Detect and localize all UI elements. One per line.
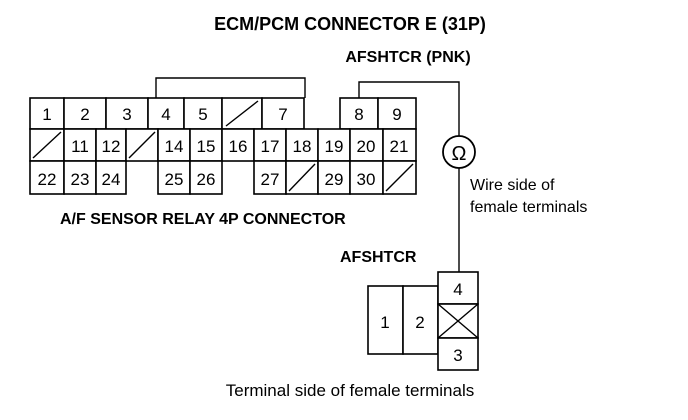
relay-pin-label: 4 bbox=[453, 280, 462, 299]
ecm-pin-21 bbox=[382, 128, 417, 162]
ecm-pin-label: 25 bbox=[165, 170, 184, 189]
connector-title: ECM/PCM CONNECTOR E (31P) bbox=[214, 14, 486, 34]
ecm-pin-9 bbox=[377, 97, 417, 130]
ecm-pin-label: 2 bbox=[80, 105, 89, 124]
wire-label-relay: AFSHTCR bbox=[340, 249, 417, 266]
wire-label-top: AFSHTCR (PNK) bbox=[345, 49, 470, 66]
blank-slash bbox=[288, 163, 316, 192]
ecm-pin-label: 21 bbox=[390, 137, 409, 156]
ecm-pin-22 bbox=[29, 160, 65, 195]
ecm-pin-label: 9 bbox=[392, 105, 401, 124]
ecm-pin-label: 17 bbox=[261, 137, 280, 156]
test-lead-top bbox=[358, 81, 460, 136]
ecm-pin-label: 23 bbox=[71, 170, 90, 189]
ecm-pin-label: 27 bbox=[261, 170, 280, 189]
blank-cross bbox=[437, 303, 479, 339]
ecm-pin-label: 8 bbox=[354, 105, 363, 124]
relay-pin-label: 3 bbox=[453, 346, 462, 365]
ecm-pin-label: 22 bbox=[38, 170, 57, 189]
ecm-pin-15 bbox=[189, 128, 223, 162]
relay-connector: 1 2 4 3 bbox=[367, 271, 479, 371]
blank-slash bbox=[32, 131, 62, 159]
wire-side-label-line2: female terminals bbox=[470, 199, 587, 216]
ecm-pin-17 bbox=[253, 128, 287, 162]
ecm-pin-label: 24 bbox=[102, 170, 121, 189]
ecm-pin-label: 18 bbox=[293, 137, 312, 156]
wire-side-label-line1: Wire side of bbox=[470, 177, 555, 194]
ecm-pin-label: 29 bbox=[325, 170, 344, 189]
terminal-side-label: Terminal side of female terminals bbox=[226, 381, 474, 400]
ecm-pin-7 bbox=[261, 97, 305, 130]
ecm-pin-30 bbox=[349, 160, 384, 195]
ecm-pin-29 bbox=[317, 160, 351, 195]
ecm-pin-18 bbox=[285, 128, 319, 162]
ohm-symbol: Ω bbox=[452, 143, 467, 165]
ecm-pin-24 bbox=[95, 160, 127, 195]
ecm-pin-label: 7 bbox=[278, 105, 287, 124]
ecm-pin-label: 5 bbox=[198, 105, 207, 124]
relay-pin-2 bbox=[402, 285, 439, 355]
ecm-pin-26 bbox=[189, 160, 223, 195]
blank-slash bbox=[128, 131, 156, 159]
ecm-pin-label: 26 bbox=[197, 170, 216, 189]
ecm-pin-label: 19 bbox=[325, 137, 344, 156]
ecm-pin-label: 4 bbox=[161, 105, 170, 124]
ecm-row-2: 11 12 14 15 16 17 18 19 20 21 bbox=[29, 128, 417, 162]
ecm-pin-label: 16 bbox=[229, 137, 248, 156]
ecm-pin-label: 30 bbox=[357, 170, 376, 189]
ecm-row-1: 1 2 3 4 5 7 8 9 bbox=[29, 97, 417, 130]
relay-pin-label: 1 bbox=[380, 313, 389, 332]
ecm-pin-label: 3 bbox=[122, 105, 131, 124]
ecm-pin-label: 14 bbox=[165, 137, 184, 156]
ecm-pin-25 bbox=[157, 160, 191, 195]
blank-slash bbox=[385, 163, 414, 192]
ecm-pin-14 bbox=[157, 128, 191, 162]
ecm-row-3: 22 23 24 25 26 27 29 30 bbox=[29, 160, 417, 195]
relay-pin-label: 2 bbox=[415, 313, 424, 332]
relay-pin-3 bbox=[437, 337, 479, 371]
ecm-pin-label: 15 bbox=[197, 137, 216, 156]
relay-pin-4 bbox=[437, 271, 479, 305]
relay-connector-label: A/F SENSOR RELAY 4P CONNECTOR bbox=[60, 211, 346, 228]
ecm-pin-label: 20 bbox=[357, 137, 376, 156]
blank-slash bbox=[225, 100, 259, 127]
ecm-pin-label: 11 bbox=[71, 137, 89, 156]
ecm-pin-19 bbox=[317, 128, 351, 162]
ecm-pin-label: 12 bbox=[102, 137, 121, 156]
ecm-pin-label: 1 bbox=[42, 105, 51, 124]
ecm-pin-23 bbox=[63, 160, 97, 195]
connector-latch bbox=[155, 77, 306, 98]
ecm-pin-16 bbox=[221, 128, 255, 162]
